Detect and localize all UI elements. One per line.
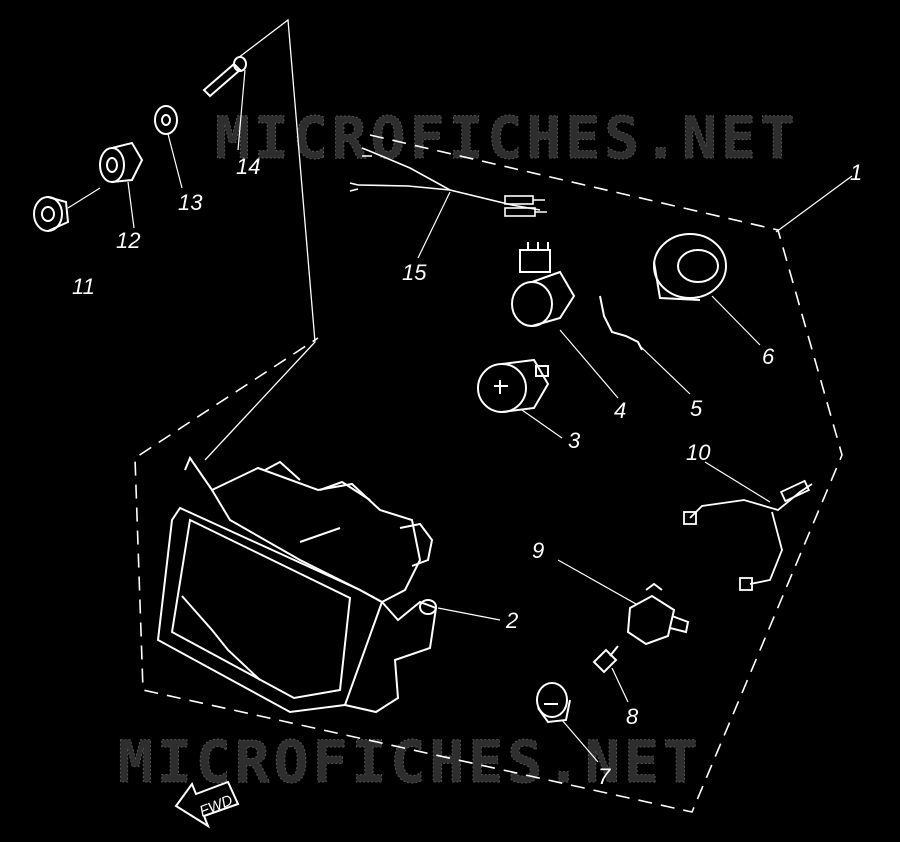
callout-14: 14 <box>236 154 260 179</box>
pointer-line-12 <box>127 181 135 229</box>
pointer-line-14 <box>237 69 246 151</box>
screw-part <box>202 56 247 98</box>
callout-4: 4 <box>614 398 626 423</box>
pointer-line-5 <box>639 345 691 395</box>
pointer-line-11 <box>67 187 101 209</box>
pointer-line-10 <box>704 461 771 503</box>
fwd-label: FWD <box>197 792 235 821</box>
small-bulb-part <box>592 645 619 674</box>
callout-9: 9 <box>532 538 544 563</box>
callout-2: 2 <box>505 608 518 633</box>
pointer-line-3 <box>521 409 563 439</box>
callout-1: 1 <box>850 160 862 185</box>
pointer-line-13 <box>167 133 183 189</box>
mount-pointer-line <box>204 18 316 461</box>
small-socket-part <box>536 682 571 724</box>
callout-15: 15 <box>402 260 427 285</box>
callout-11: 11 <box>72 274 95 299</box>
callout-12: 12 <box>116 228 140 253</box>
wire-harness-part <box>349 147 547 217</box>
grommet-part <box>33 196 70 232</box>
callout-10: 10 <box>686 440 711 465</box>
bulb-socket-part <box>511 242 576 327</box>
bulb-holder-part <box>626 582 690 646</box>
bulb-cover-part <box>653 233 727 301</box>
callout-labels: 1 2 3 4 5 6 7 8 9 10 11 12 13 14 15 <box>72 154 862 789</box>
watermark-bottom: MICROFICHES.NET <box>118 728 702 796</box>
collar-part <box>99 141 144 183</box>
callout-5: 5 <box>690 396 703 421</box>
pointer-line-15 <box>417 191 451 259</box>
pointer-line-6 <box>711 295 761 346</box>
washer-part <box>154 105 178 135</box>
bulb-part <box>477 358 550 413</box>
callout-7: 7 <box>598 764 611 789</box>
pointer-line-7 <box>561 719 599 763</box>
pointer-line-9 <box>557 559 637 605</box>
watermark-top: MICROFICHES.NET <box>215 104 799 172</box>
spring-clip-part <box>599 295 643 351</box>
assembly-boundary <box>134 134 843 813</box>
callout-13: 13 <box>178 190 203 215</box>
callout-8: 8 <box>626 704 639 729</box>
pointer-line-1 <box>775 175 853 233</box>
callout-3: 3 <box>568 428 581 453</box>
sub-harness-part <box>683 479 813 591</box>
pointer-line-2 <box>437 607 501 621</box>
callout-6: 6 <box>762 344 775 369</box>
pointer-line-8 <box>611 667 629 703</box>
headlight-unit-part <box>156 455 438 714</box>
pointer-line-4 <box>559 329 619 399</box>
